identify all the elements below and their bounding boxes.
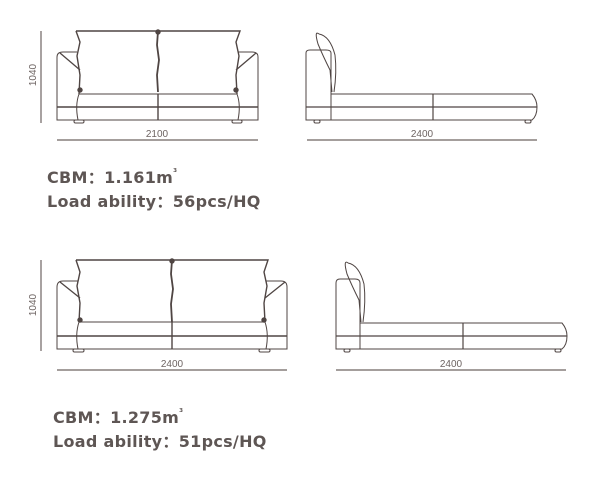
product-1-front-view [40,29,259,141]
load-label: Load ability： [47,192,173,211]
product-2-load-line: Load ability：51pcs/HQ [53,430,267,454]
product-2-side-view [335,261,568,371]
product-2-front-view [40,258,288,371]
product-1-depth-label: 2400 [410,129,434,140]
cbm-label: CBM： [47,168,105,187]
product-1-side-view [305,32,538,141]
product-2-specs: CBM：1.275m³ Load ability：51pcs/HQ [53,401,267,454]
product-1-cbm-line: CBM：1.161m³ [47,161,261,190]
cbm-value: 1.161m [104,168,174,187]
product-2-width-label: 2400 [160,359,184,370]
product-2-cbm-line: CBM：1.275m³ [53,401,267,430]
cbm-unit-superscript: ³ [173,168,178,178]
product-2-depth-label: 2400 [439,359,463,370]
load-value: 51pcs/HQ [178,432,267,451]
cbm-unit-superscript: ³ [179,408,184,418]
product-1-specs: CBM：1.161m³ Load ability：56pcs/HQ [47,161,261,214]
load-value: 56pcs/HQ [172,192,261,211]
product-1-load-line: Load ability：56pcs/HQ [47,190,261,214]
load-label: Load ability： [53,432,179,451]
product-1-width-label: 2100 [145,129,169,140]
product-1-height-label: 1040 [28,63,39,87]
cbm-label: CBM： [53,408,111,427]
product-2-height-label: 1040 [28,293,39,317]
cbm-value: 1.275m [110,408,180,427]
